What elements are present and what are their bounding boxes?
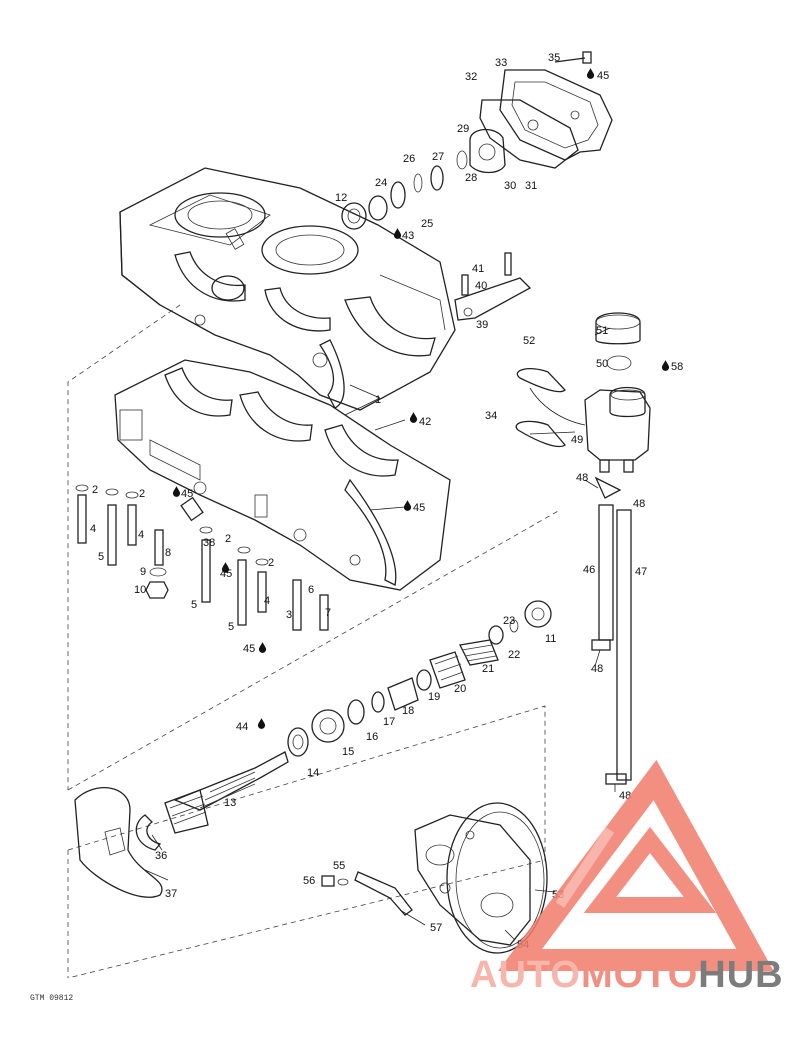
callout-label: 2 — [225, 533, 231, 545]
callout-label: 4 — [90, 523, 96, 535]
watermark-part2: MOTO — [581, 954, 698, 996]
callout-label: 18 — [402, 705, 414, 717]
callout-label: 24 — [375, 177, 387, 189]
callout-label: 57 — [430, 922, 442, 934]
callout-label: 10 — [134, 584, 146, 596]
callout-label: 52 — [523, 335, 535, 347]
callout-label: 36 — [155, 850, 167, 862]
callout-label: 22 — [508, 649, 520, 661]
callout-label: 45 — [220, 568, 232, 580]
diagram-code: GTM 09812 — [30, 994, 73, 1003]
callout-label: 5 — [98, 551, 104, 563]
callout-labels: 1 2 2 2 2 3 4 4 4 5 5 5 6 7 8 9 10 11 12… — [90, 52, 683, 951]
callout-label: 40 — [475, 280, 487, 292]
callout-label: 1 — [375, 394, 381, 406]
callout-label: 42 — [419, 416, 431, 428]
callout-label: 6 — [308, 584, 314, 596]
callout-label: 23 — [503, 615, 515, 627]
callout-label: 17 — [383, 716, 395, 728]
drop-icon — [393, 228, 402, 239]
callout-label: 45 — [243, 643, 255, 655]
callout-label: 37 — [165, 888, 177, 900]
assembly-outlines — [67, 304, 561, 979]
crankcase-fasteners — [75, 484, 329, 631]
callout-label: 48 — [591, 663, 603, 675]
callout-label: 29 — [457, 123, 469, 135]
callout-label: 58 — [671, 361, 683, 373]
callout-label: 47 — [635, 566, 647, 578]
rotary-valve-cover — [321, 802, 548, 954]
watermark-logo — [498, 759, 774, 971]
drop-icon — [586, 68, 595, 79]
callout-label: 9 — [140, 566, 146, 578]
callout-label: 30 — [504, 180, 516, 192]
callout-label: 21 — [482, 663, 494, 675]
callout-label: 26 — [403, 153, 415, 165]
leader-lines — [144, 327, 616, 941]
callout-label: 48 — [633, 498, 645, 510]
callout-label: 45 — [181, 488, 193, 500]
callout-label: 2 — [92, 484, 98, 496]
watermark-part3: HUB — [698, 954, 783, 996]
watermark-text: AUTOMOTOHUB — [470, 954, 784, 996]
callout-label: 2 — [268, 557, 274, 569]
callout-label: 55 — [333, 860, 345, 872]
callout-label: 44 — [236, 721, 248, 733]
oil-reservoir-assembly — [515, 312, 651, 785]
shaft-assembly — [74, 600, 552, 898]
callout-label: 15 — [342, 746, 354, 758]
callout-label: 4 — [138, 529, 144, 541]
callout-label: 13 — [224, 797, 236, 809]
callout-label: 38 — [203, 537, 215, 549]
callout-label: 3 — [286, 609, 292, 621]
callout-label: 5 — [191, 599, 197, 611]
callout-label: 19 — [428, 691, 440, 703]
callout-label: 7 — [325, 607, 331, 619]
callout-label: 25 — [421, 218, 433, 230]
callout-label: 46 — [583, 564, 595, 576]
pump-lever — [454, 252, 532, 321]
callout-label: 51 — [596, 325, 608, 337]
drop-icon — [172, 486, 181, 497]
callout-label: 45 — [413, 502, 425, 514]
callout-label: 34 — [485, 410, 497, 422]
drop-icon — [409, 412, 418, 423]
callout-label: 45 — [597, 70, 609, 82]
callout-label: 43 — [402, 230, 414, 242]
upper-crankcase — [119, 167, 456, 411]
drop-icon — [257, 718, 266, 729]
callout-label: 27 — [432, 151, 444, 163]
callout-label: 14 — [307, 767, 319, 779]
callout-label: 50 — [596, 358, 608, 370]
callout-label: 5 — [228, 621, 234, 633]
callout-label: 16 — [366, 731, 378, 743]
callout-label: 33 — [495, 57, 507, 69]
callout-label: 35 — [548, 52, 560, 64]
drop-icon — [403, 500, 412, 511]
callout-label: 41 — [472, 263, 484, 275]
callout-label: 39 — [476, 319, 488, 331]
callout-label: 11 — [545, 633, 556, 645]
lower-crankcase — [114, 359, 451, 591]
callout-label: 49 — [571, 434, 583, 446]
lubricant-markers — [172, 68, 670, 729]
callout-label: 32 — [465, 71, 477, 83]
automotohub-watermark: AUTOMOTOHUB — [470, 759, 784, 996]
pump-cover-assembly — [341, 51, 613, 230]
callout-label: 28 — [465, 172, 477, 184]
callout-label: 2 — [139, 488, 145, 500]
watermark-part1: AUTO — [470, 954, 581, 996]
callout-label: 31 — [525, 180, 537, 192]
callout-label: 12 — [335, 192, 347, 204]
drop-icon — [258, 642, 267, 653]
drop-icon — [661, 360, 670, 371]
callout-label: 8 — [165, 547, 171, 559]
callout-label: 20 — [454, 683, 466, 695]
callout-label: 56 — [303, 875, 315, 887]
callout-label: 4 — [264, 595, 270, 607]
callout-label: 48 — [576, 472, 588, 484]
